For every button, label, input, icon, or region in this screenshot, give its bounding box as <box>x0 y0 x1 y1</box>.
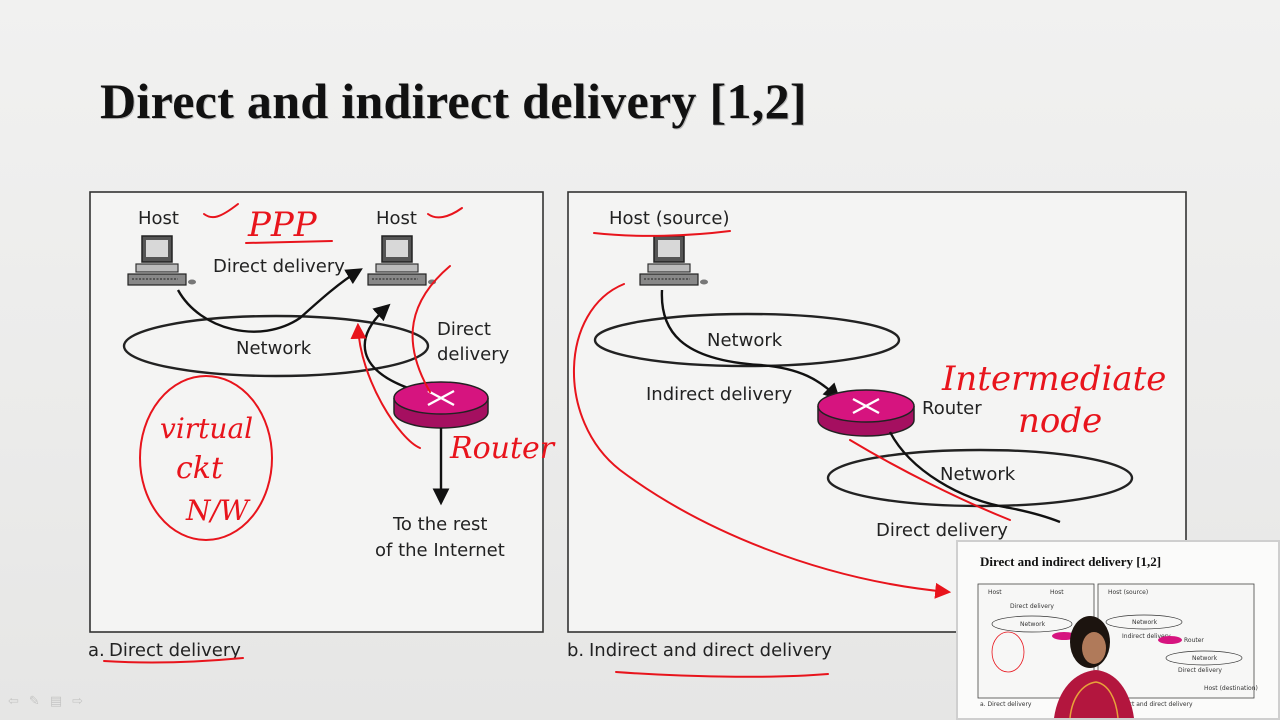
inset-host-left: Host <box>988 589 1002 596</box>
tick-host-left-ink <box>203 203 239 219</box>
inset-network-b2 <box>1165 650 1243 666</box>
host-right-label: Host <box>376 208 417 229</box>
slide-title: Direct and indirect delivery [1,2] <box>100 73 807 129</box>
inset-router-label: Router <box>1184 637 1204 644</box>
inset-direct-b-label: Direct delivery <box>1178 667 1222 674</box>
internet-label-line2: of the Internet <box>375 540 505 561</box>
inset-network-b2-label: Network <box>1192 655 1218 662</box>
virtual-circle-ink <box>139 375 273 541</box>
caption-a: Direct delivery <box>109 640 241 661</box>
inset-host-right: Host <box>1050 589 1064 596</box>
inset-caption-a: a. Direct delivery <box>980 701 1032 708</box>
caption-a-prefix: a. <box>88 640 105 661</box>
caption-b-prefix: b. <box>567 640 584 661</box>
host-left-label: Host <box>138 208 179 229</box>
router-to-dest-ink <box>849 439 1011 521</box>
host-source-label: Host (source) <box>609 208 730 229</box>
router-label: Router <box>922 398 982 419</box>
caption-b: Indirect and direct delivery <box>589 640 832 661</box>
inset-thumbnail: Host Host Direct delivery Network Host (… <box>977 583 1258 718</box>
caption-b-underline-ink <box>615 671 829 678</box>
direct-delivery-b-label: Direct delivery <box>876 520 1008 541</box>
host-source-underline-ink <box>593 230 731 237</box>
indirect-delivery-label: Indirect delivery <box>646 384 793 405</box>
inset-router-a <box>1052 632 1076 640</box>
internet-label-line1: To the rest <box>392 514 487 535</box>
inset-network-b1 <box>1105 614 1183 630</box>
network-top-ellipse <box>593 312 901 368</box>
ppp-underline-ink <box>245 240 333 244</box>
virtual-ink-text-1: virtual <box>160 412 253 445</box>
network-bottom-label: Network <box>940 464 1016 485</box>
panel-a: Host Host Direct delivery Network Direct… <box>89 191 544 633</box>
video-inset[interactable]: Direct and indirect delivery [1,2] Host … <box>956 540 1280 720</box>
direct-delivery-path <box>176 268 363 333</box>
presenter-avatar <box>1054 616 1134 718</box>
intermediate-ink-text-1: Intermediate <box>941 359 1166 399</box>
network-top-label: Network <box>707 330 783 351</box>
inset-direct-delivery-a: Direct delivery <box>1010 603 1054 610</box>
network-ellipse <box>122 314 430 378</box>
back-arrow-icon[interactable]: ⇦ <box>8 694 19 709</box>
ppp-ink-text: PPP <box>247 205 318 245</box>
tick-host-right-ink <box>427 207 463 219</box>
inset-caption-b: b. Indirect and direct delivery <box>1104 701 1193 708</box>
network-bottom-ellipse <box>826 448 1134 508</box>
direct-delivery-label: Direct delivery <box>213 256 345 277</box>
virtual-ink-text-2: ckt <box>176 451 224 486</box>
pen-icon[interactable]: ✎ <box>28 694 40 709</box>
router-to-host-path <box>363 303 409 390</box>
network-label: Network <box>236 338 312 359</box>
forward-arrow-icon[interactable]: ⇨ <box>72 694 84 709</box>
caption-a-underline-ink <box>103 657 244 664</box>
router-ink-text: Router <box>449 431 556 466</box>
router-up-ink-arrow <box>350 322 421 449</box>
inset-host-source: Host (source) <box>1108 589 1148 596</box>
router-icon <box>393 381 489 429</box>
inset-network-a-label: Network <box>1020 621 1046 628</box>
direct-label-line1: Direct <box>437 319 491 340</box>
direct-delivery-b-path <box>888 431 1061 524</box>
menu-icon[interactable]: ▤ <box>49 694 63 709</box>
player-toolbar: ⇦ ✎ ▤ ⇨ <box>8 694 83 709</box>
virtual-ink-text-3: N/W <box>185 494 251 527</box>
inset-network-a <box>991 615 1073 633</box>
inset-network-b1-label: Network <box>1132 619 1158 626</box>
router-b-icon <box>817 389 915 437</box>
intermediate-ink-text-2: node <box>1018 401 1102 441</box>
long-curve-ink-arrow <box>572 283 952 599</box>
direct-label-line2: delivery <box>437 344 510 365</box>
inset-title: Direct and indirect delivery [1,2] <box>980 554 1162 569</box>
router-host-ink-arrow <box>411 265 451 393</box>
inset-router-b <box>1158 636 1182 644</box>
inset-ink-circle <box>991 631 1025 673</box>
ink-annotations: PPP virtual ckt N/W Router Intermediate … <box>103 203 1166 678</box>
indirect-delivery-path <box>660 289 841 401</box>
inset-host-destination: Host (destination) <box>1204 685 1258 692</box>
inset-indirect-label: Indirect delivery <box>1122 633 1171 640</box>
